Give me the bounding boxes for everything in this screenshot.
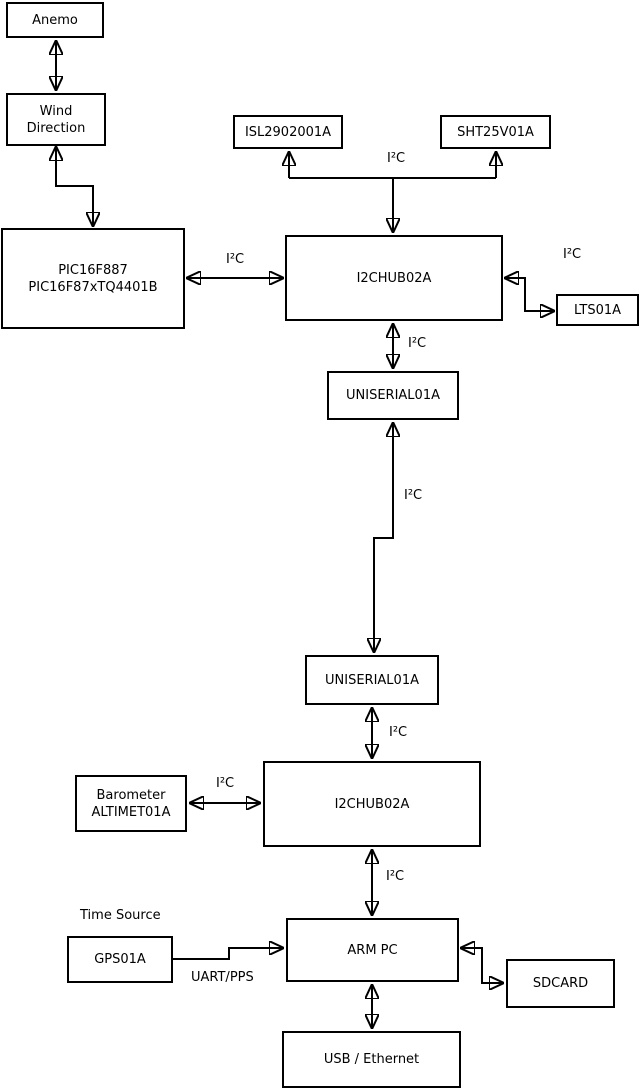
node-usb-ethernet: USB / Ethernet (282, 1031, 461, 1088)
node-barometer: Barometer ALTIMET01A (75, 775, 187, 832)
edge-label-i2c-hub-armpc: I²C (386, 869, 405, 884)
node-gps01a: GPS01A (67, 936, 173, 983)
edge-label-i2c-pic-hub: I²C (226, 252, 245, 267)
node-sht25v01a: SHT25V01A (440, 115, 551, 149)
node-i2chub-top: I2CHUB02A (285, 235, 503, 321)
edge-label-i2c-uniserial-hub-bottom: I²C (389, 725, 408, 740)
connector-i2chub-top-lts (505, 278, 554, 311)
node-sdcard: SDCARD (506, 959, 615, 1008)
node-anemo: Anemo (6, 2, 104, 38)
node-uniserial-bottom: UNISERIAL01A (305, 655, 439, 705)
connector-wind-pic (56, 147, 93, 226)
connector-armpc-sdcard (461, 948, 503, 983)
node-pic-controller: PIC16F887 PIC16F87xTQ4401B (1, 228, 185, 329)
edge-label-uart-pps: UART/PPS (191, 970, 254, 985)
connector-uniserial-top-uniserial-bottom (374, 423, 393, 652)
node-arm-pc: ARM PC (286, 918, 459, 982)
edge-label-i2c-uniserial-link: I²C (404, 488, 423, 503)
edge-label-i2c-sensor-bus: I²C (387, 151, 406, 166)
edge-label-i2c-hub-uniserial-top: I²C (408, 336, 427, 351)
edge-label-i2c-barometer: I²C (216, 776, 235, 791)
node-wind-direction: Wind Direction (6, 93, 106, 146)
edge-label-i2c-hub-lts: I²C (563, 247, 582, 262)
connector-gps-armpc (173, 948, 283, 960)
node-i2chub-bottom: I2CHUB02A (263, 761, 481, 847)
node-uniserial-top: UNISERIAL01A (327, 371, 459, 420)
node-isl2902001a: ISL2902001A (233, 115, 343, 149)
label-time-source: Time Source (80, 908, 161, 923)
node-lts01a: LTS01A (556, 294, 639, 326)
